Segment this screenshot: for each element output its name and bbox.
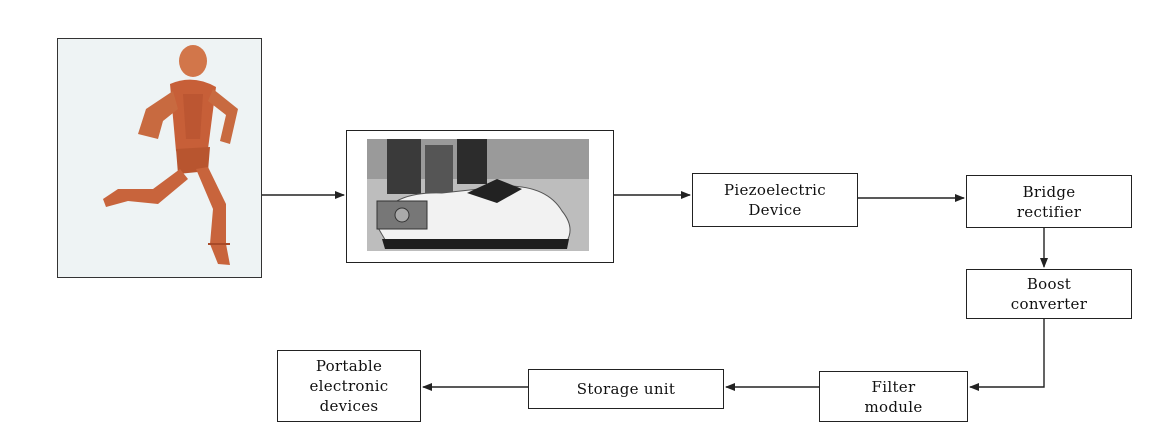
bridge-rectifier-box: Bridge rectifier	[966, 175, 1132, 228]
piezoelectric-device-label: Piezoelectric Device	[724, 181, 826, 219]
portable-electronic-devices-label: Portable electronic devices	[309, 357, 389, 415]
filter-module-label: Filter module	[864, 377, 923, 416]
storage-unit-box: Storage unit	[528, 369, 724, 409]
boost-converter-label: Boost converter	[1010, 275, 1088, 313]
shoe-with-mounted-harvester-icon	[367, 139, 589, 251]
filter-module-box: Filter module	[819, 371, 968, 422]
portable-electronic-devices-box: Portable electronic devices	[277, 350, 421, 422]
running-man-image	[57, 38, 262, 278]
runner-muscle-figure-icon	[103, 45, 238, 265]
storage-unit-label: Storage unit	[576, 380, 676, 398]
shoe-image	[346, 130, 614, 263]
arrow-boost-to-filter	[969, 319, 1045, 391]
piezoelectric-device-box: Piezoelectric Device	[692, 173, 858, 227]
boost-converter-box: Boost converter	[966, 269, 1132, 319]
bridge-rectifier-label: Bridge rectifier	[1016, 182, 1082, 221]
